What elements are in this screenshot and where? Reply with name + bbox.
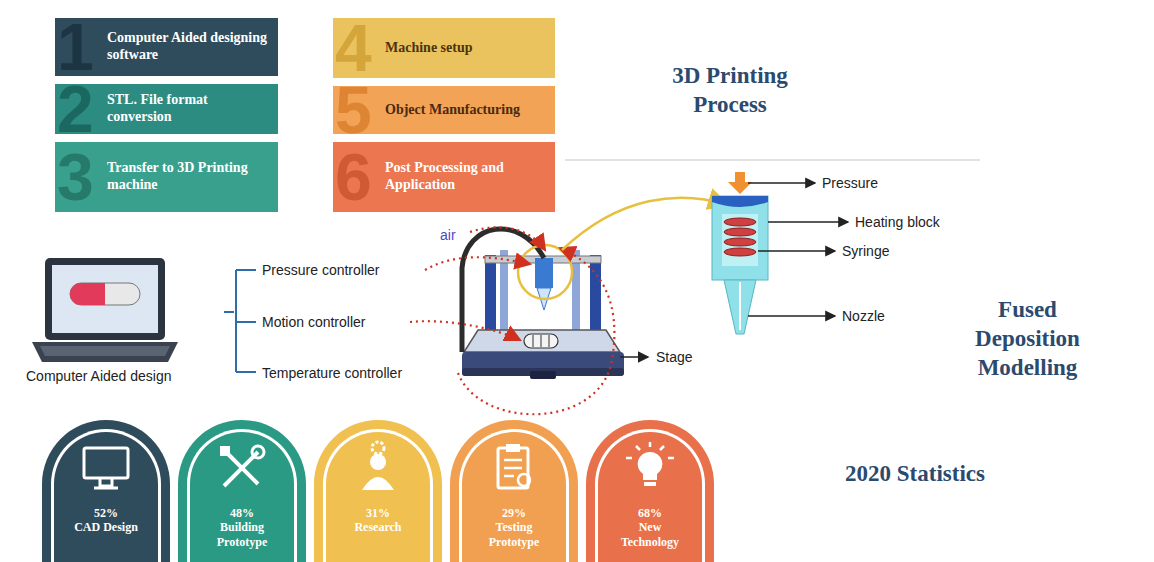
stat-badge: 68%New Technology [586, 420, 714, 562]
control-lines [410, 227, 614, 414]
step-text: Computer Aided designing software [107, 30, 270, 64]
stat-percent: 31% [328, 506, 428, 520]
part-label: Stage [656, 349, 693, 365]
part-label: Pressure [822, 175, 878, 191]
stat-name: Building Prototype [204, 520, 280, 549]
bracket [224, 270, 256, 372]
syringe-head [712, 172, 768, 334]
stat-percent: 68% [600, 506, 700, 520]
step-number: 3 [57, 144, 94, 210]
badge-ring [323, 429, 433, 562]
leader-lines [748, 183, 848, 316]
laptop-icon [32, 258, 178, 362]
badge-text: 52%CAD Design [56, 506, 156, 535]
stat-name: Research [340, 520, 416, 534]
step-text: Post Processing and Application [385, 160, 547, 194]
caption-label: Computer Aided design [26, 368, 172, 384]
part-label: Heating block [855, 214, 940, 230]
step-box: 6 Post Processing and Application [333, 142, 555, 212]
controller-label: Motion controller [262, 314, 366, 330]
stat-badge: 29%Testing Prototype [450, 420, 578, 562]
stat-icon [76, 438, 136, 498]
air-label: air [440, 227, 456, 243]
part-label: Syringe [842, 243, 889, 259]
stat-percent: 52% [56, 506, 156, 520]
step-text: STL. File format conversion [107, 92, 270, 126]
step-box: 4 Machine setup [333, 18, 555, 78]
stat-badge: 52%CAD Design [42, 420, 170, 562]
diagram-title: 3D Printing Process [640, 62, 820, 120]
step-box: 3 Transfer to 3D Printing machine [55, 142, 278, 212]
stat-name: Testing Prototype [476, 520, 552, 549]
part-label: Nozzle [842, 308, 885, 324]
step-number: 1 [57, 14, 94, 80]
stat-icon [620, 438, 680, 498]
badge-text: 29%Testing Prototype [464, 506, 564, 549]
leader-line [620, 356, 648, 358]
section-heading: Fused Deposition Modelling [950, 296, 1105, 382]
separator-line [565, 159, 980, 161]
controller-label: Temperature controller [262, 365, 402, 381]
step-number: 6 [335, 144, 372, 210]
zoom-arrow [562, 198, 728, 250]
stat-name: CAD Design [68, 520, 144, 534]
step-number: 2 [57, 76, 94, 142]
badge-text: 68%New Technology [600, 506, 700, 549]
step-text: Object Manufacturing [385, 102, 547, 119]
printer-illustration [462, 229, 624, 379]
stat-icon [212, 438, 272, 498]
badge-text: 31%Research [328, 506, 428, 535]
step-number: 4 [335, 15, 372, 81]
stat-percent: 48% [192, 506, 292, 520]
step-number: 5 [335, 77, 372, 143]
step-box: 5Object Manufacturing [333, 86, 555, 134]
stat-percent: 29% [464, 506, 564, 520]
section-heading: 2020 Statistics [830, 460, 1000, 489]
controller-label: Pressure controller [262, 262, 380, 278]
step-text: Machine setup [385, 40, 547, 57]
stat-badge: 31%Research [314, 420, 442, 562]
stat-icon [348, 438, 408, 498]
step-text: Transfer to 3D Printing machine [107, 160, 270, 194]
badge-text: 48%Building Prototype [192, 506, 292, 549]
stat-name: New Technology [612, 520, 688, 549]
stat-badge: 48%Building Prototype [178, 420, 306, 562]
stat-icon [484, 438, 544, 498]
step-box: 2STL. File format conversion [55, 84, 278, 134]
step-box: 1Computer Aided designing software [55, 18, 278, 76]
